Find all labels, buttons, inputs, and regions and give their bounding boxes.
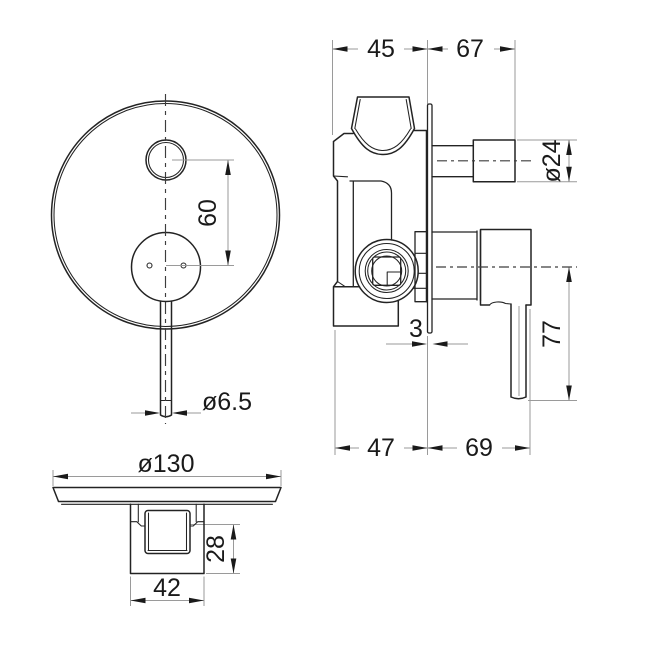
arrow-left-130: [53, 473, 68, 480]
outlet-boss-ring-5: [371, 255, 403, 287]
arrow-right-69: [515, 445, 530, 451]
hub-shaft-lines: [431, 229, 482, 302]
dim-label-47: 47: [367, 434, 395, 462]
dim-label-lever-diameter: ø6.5: [202, 388, 252, 416]
arrow-up-28: [230, 524, 237, 540]
cartridge-housing-lines: [349, 180, 428, 303]
mounting-flange-lines: [412, 252, 428, 289]
dim-label-77: 77: [538, 320, 566, 348]
dim-label-67: 67: [456, 35, 484, 63]
arrow-left-lever: [172, 410, 187, 416]
arrow-right-45: [412, 46, 428, 52]
pin-hole-left: [146, 262, 153, 269]
dim-label-60: 60: [194, 199, 222, 227]
arrow-right-47: [412, 445, 428, 451]
body-bottom-outline: [129, 503, 205, 575]
outlet-boss-ring-2: [358, 242, 415, 300]
arrow-left-3: [432, 341, 448, 347]
valve-body-detail-lines: [332, 98, 412, 288]
arrow-right-3: [412, 341, 427, 347]
body-side-tabs: [129, 503, 205, 527]
cartridge-square-inner-lines: [147, 512, 188, 552]
dim-label-button-diameter: ø24: [538, 139, 566, 182]
dim-label-42: 42: [153, 574, 181, 602]
button-shaft-lines: [431, 145, 474, 178]
arrow-left-67: [427, 46, 443, 52]
cartridge-square: [144, 509, 191, 555]
lever-side-outline: [510, 303, 527, 400]
arrow-right-130: [266, 473, 281, 480]
arrow-up-60: [225, 160, 231, 175]
bottom-dimension-lines: [52, 470, 282, 606]
outlet-square-notch: [386, 271, 402, 286]
arrow-up-24: [566, 140, 572, 155]
dim-label-plate-diameter: ø130: [138, 450, 195, 478]
wall-plate-edge: [426, 103, 433, 334]
arrow-left-69: [427, 445, 443, 451]
arrow-left-42: [130, 597, 146, 604]
dim-label-28: 28: [202, 535, 230, 563]
valve-body-outline: [332, 96, 428, 327]
arrow-down-60: [225, 250, 231, 266]
outlet-boss-ring-3: [364, 248, 409, 294]
front-dimension-lines: [131, 159, 234, 414]
bottom-view: ø130 28 42: [52, 450, 282, 606]
arrow-left-45: [332, 46, 348, 52]
lever-root-fillet: [488, 301, 512, 306]
arrow-up-77: [566, 267, 572, 282]
arrow-down-77: [566, 385, 572, 401]
arrow-left-47: [335, 445, 350, 451]
outlet-boss-ring-4: [367, 251, 407, 291]
arrow-down-24: [566, 166, 572, 182]
dim-label-3: 3: [409, 315, 423, 343]
dim-label-69: 69: [465, 434, 493, 462]
dim-label-45: 45: [367, 35, 395, 63]
arrow-right-42: [189, 597, 204, 604]
faceplate-profile: [52, 486, 282, 503]
arrow-right-lever: [145, 410, 160, 416]
side-view: 45 67 47 69 ø24 77 3: [332, 35, 577, 462]
arrow-right-67: [500, 46, 515, 52]
front-view: 60 ø6.5: [50, 94, 281, 424]
arrow-down-28: [230, 558, 237, 574]
outlet-boss-outer: [354, 238, 419, 304]
